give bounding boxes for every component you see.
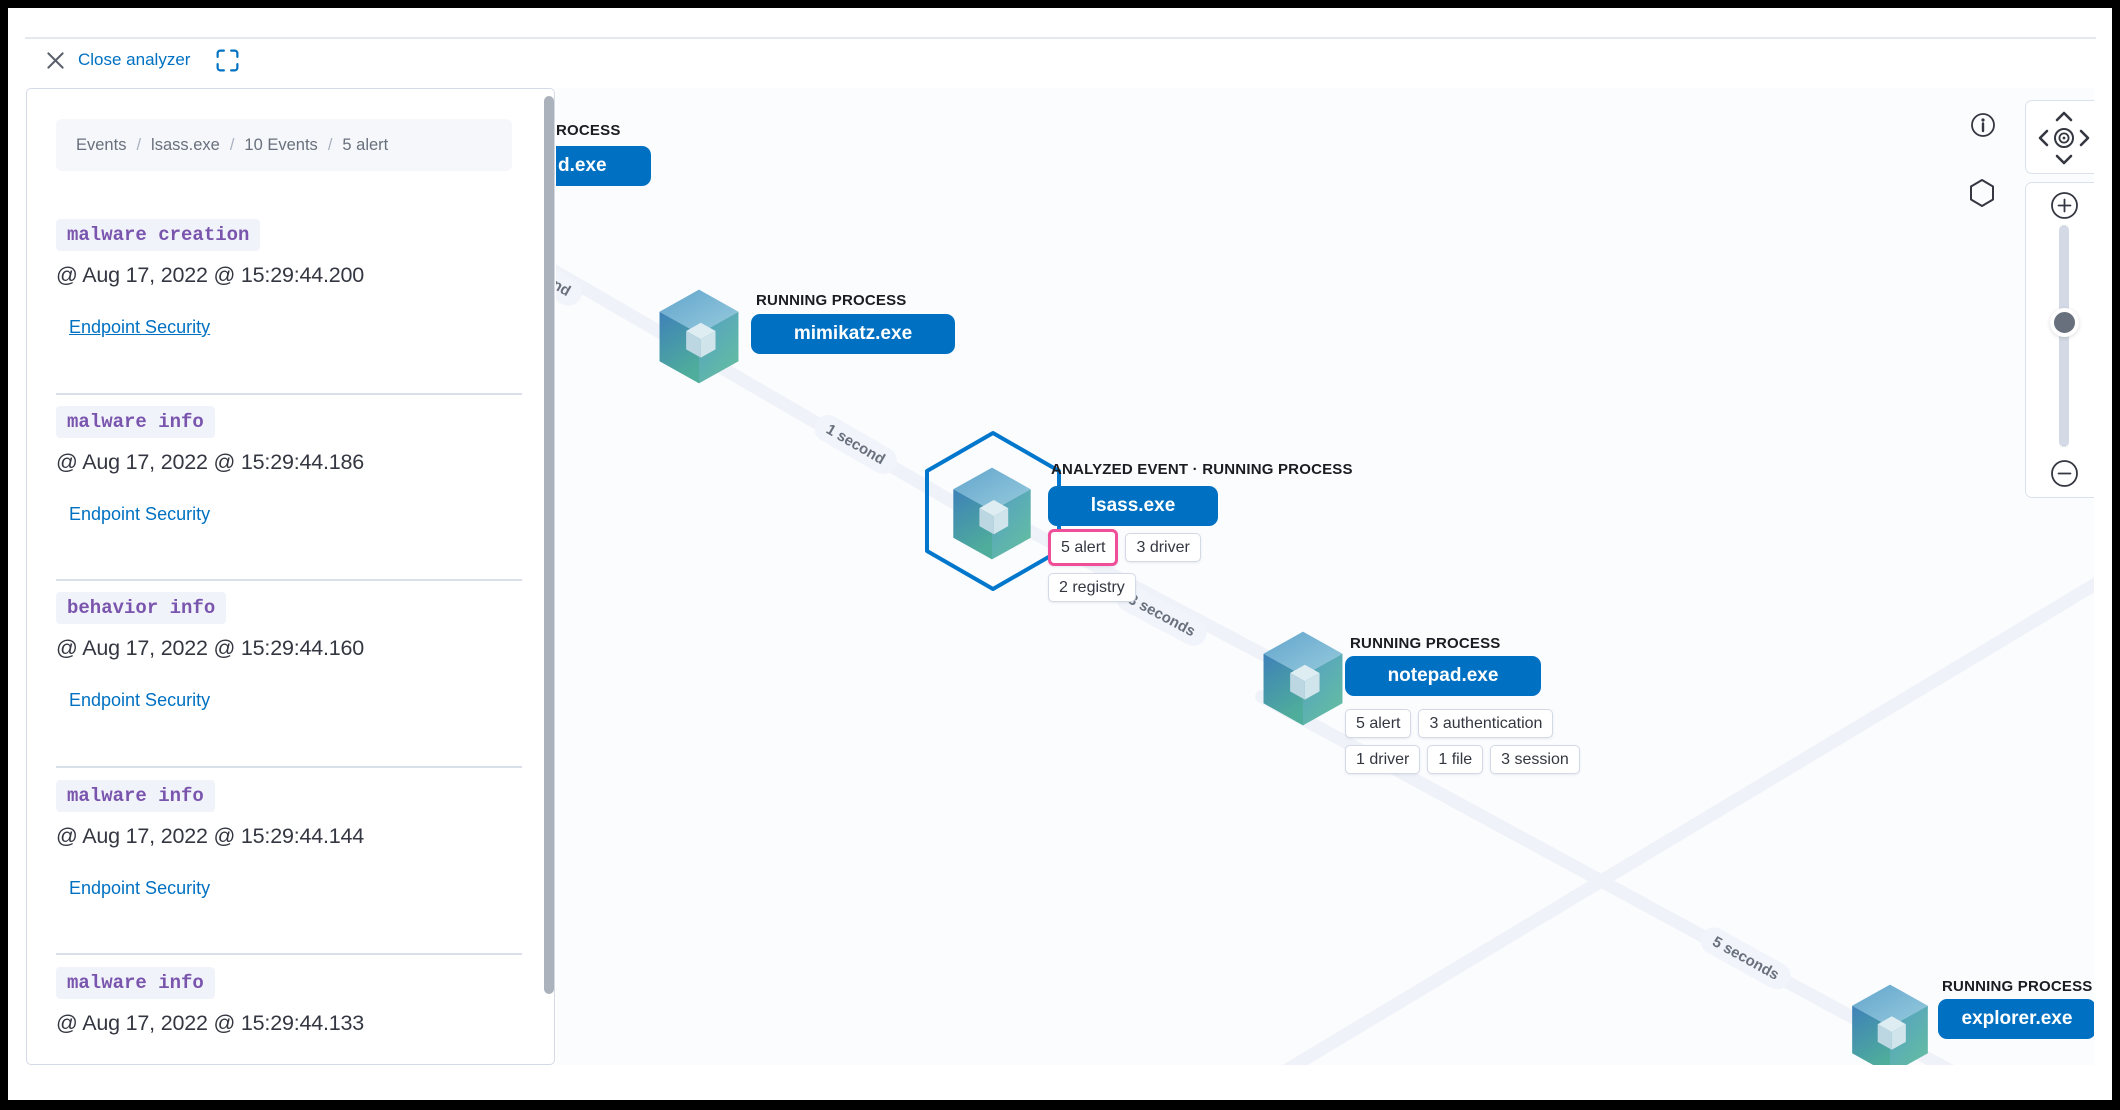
pan-left-icon [2038,129,2049,147]
clipped-process-pill[interactable]: d.exe [556,146,651,186]
breadcrumb-separator: / [327,135,333,154]
lsass-pill[interactable]: lsass.exe [1048,486,1218,526]
explorer-process-icon[interactable] [1846,981,1934,1065]
divider [56,953,522,955]
lsass-badge-3-driver[interactable]: 3 driver [1125,533,1201,562]
event-type-badge: malware info [56,406,215,438]
notepad-process-icon[interactable] [1257,628,1349,729]
divider [56,393,522,395]
event-source-link[interactable]: Endpoint Security [69,504,211,524]
lsass-process-icon[interactable] [947,464,1037,563]
lsass-badge-5-alert[interactable]: 5 alert [1048,529,1119,566]
event-source-link[interactable]: Endpoint Security [69,878,211,898]
edge-label-5-seconds: 5 seconds [1695,922,1796,995]
fullscreen-icon[interactable] [214,47,241,74]
breadcrumb: Events / lsass.exe / 10 Events / 5 alert [56,119,512,171]
event-source-link[interactable]: Endpoint Security [69,317,211,337]
notepad-badge-row-2: 1 driver 1 file 3 session [1345,745,1580,774]
lsass-badge-row-2: 2 registry [1048,573,1136,602]
explorer-label: RUNNING PROCESS [1942,978,2093,995]
notepad-badge-row-1: 5 alert 3 authentication [1345,709,1554,738]
pan-control-panel [2025,100,2094,174]
notepad-badge-5-alert[interactable]: 5 alert [1345,709,1412,738]
notepad-badge-3-authentication[interactable]: 3 authentication [1418,709,1554,738]
event-list-item: malware creation @ Aug 17, 2022 @ 15:29:… [56,219,526,395]
divider [56,579,522,581]
event-list-item: behavior info @ Aug 17, 2022 @ 15:29:44.… [56,592,526,768]
event-timestamp: @ Aug 17, 2022 @ 15:29:44.160 [56,636,365,660]
close-analyzer-button[interactable]: Close analyzer [46,50,190,70]
pan-up-icon [2055,111,2073,122]
mimikatz-label: RUNNING PROCESS [756,292,907,309]
notepad-badge-1-file[interactable]: 1 file [1427,745,1484,774]
mimikatz-pill[interactable]: mimikatz.exe [751,314,955,354]
lsass-label: ANALYZED EVENT · RUNNING PROCESS [1051,461,1353,478]
event-type-badge: behavior info [56,592,227,624]
close-icon[interactable] [46,51,65,70]
center-camera-icon [2054,128,2074,148]
events-side-panel: Events / lsass.exe / 10 Events / 5 alert… [26,88,555,1065]
zoom-out-icon[interactable] [2050,459,2079,488]
event-type-badge: malware info [56,967,215,999]
clipped-process-label: ROCESS [556,122,621,139]
info-icon[interactable] [1970,112,1996,138]
panel-scrollbar[interactable] [544,96,554,994]
notepad-badge-3-session[interactable]: 3 session [1490,745,1580,774]
event-list-item: malware info @ Aug 17, 2022 @ 15:29:44.1… [56,406,526,582]
zoom-in-icon[interactable] [2050,191,2079,220]
event-list-item: malware info @ Aug 17, 2022 @ 15:29:44.1… [56,780,526,956]
pan-down-icon [2055,154,2073,165]
breadcrumb-lsass[interactable]: lsass.exe [151,135,220,154]
event-timestamp: @ Aug 17, 2022 @ 15:29:44.200 [56,263,365,287]
event-type-badge: malware creation [56,219,261,251]
process-graph-canvas[interactable]: econd 1 second 3 seconds 5 seconds ROCES… [556,88,2094,1065]
lsass-badge-2-registry[interactable]: 2 registry [1048,573,1136,602]
edge-label-1-second: 1 second [809,410,902,479]
lsass-badge-row-1: 5 alert 3 driver [1048,529,1201,566]
breadcrumb-separator: / [229,135,235,154]
analyzed-event-hexagon [925,431,1061,591]
mimikatz-process-icon[interactable] [653,286,745,387]
breadcrumb-10-events[interactable]: 10 Events [244,135,318,154]
divider [56,766,522,768]
event-timestamp: @ Aug 17, 2022 @ 15:29:44.186 [56,450,365,474]
close-analyzer-label[interactable]: Close analyzer [78,50,191,69]
notepad-label: RUNNING PROCESS [1350,635,1501,652]
event-timestamp: @ Aug 17, 2022 @ 15:29:44.133 [56,1011,365,1035]
event-list-item: malware info @ Aug 17, 2022 @ 15:29:44.1… [56,967,526,1064]
notepad-pill[interactable]: notepad.exe [1345,656,1541,696]
event-source-link[interactable]: Endpoint Security [69,690,211,710]
top-divider [25,37,2096,39]
breadcrumb-5-alert[interactable]: 5 alert [342,135,389,154]
event-timestamp: @ Aug 17, 2022 @ 15:29:44.144 [56,824,365,848]
notepad-badge-1-driver[interactable]: 1 driver [1345,745,1421,774]
breadcrumb-separator: / [136,135,142,154]
analyzer-toolbar: Close analyzer [46,44,241,76]
event-type-badge: malware info [56,780,215,812]
explorer-pill[interactable]: explorer.exe [1938,999,2094,1039]
breadcrumb-events[interactable]: Events [76,135,127,154]
zoom-slider-thumb[interactable] [2050,308,2079,337]
hexagon-icon[interactable] [1968,178,1996,208]
pan-right-icon [2079,129,2090,147]
zoom-control-panel [2025,182,2094,498]
